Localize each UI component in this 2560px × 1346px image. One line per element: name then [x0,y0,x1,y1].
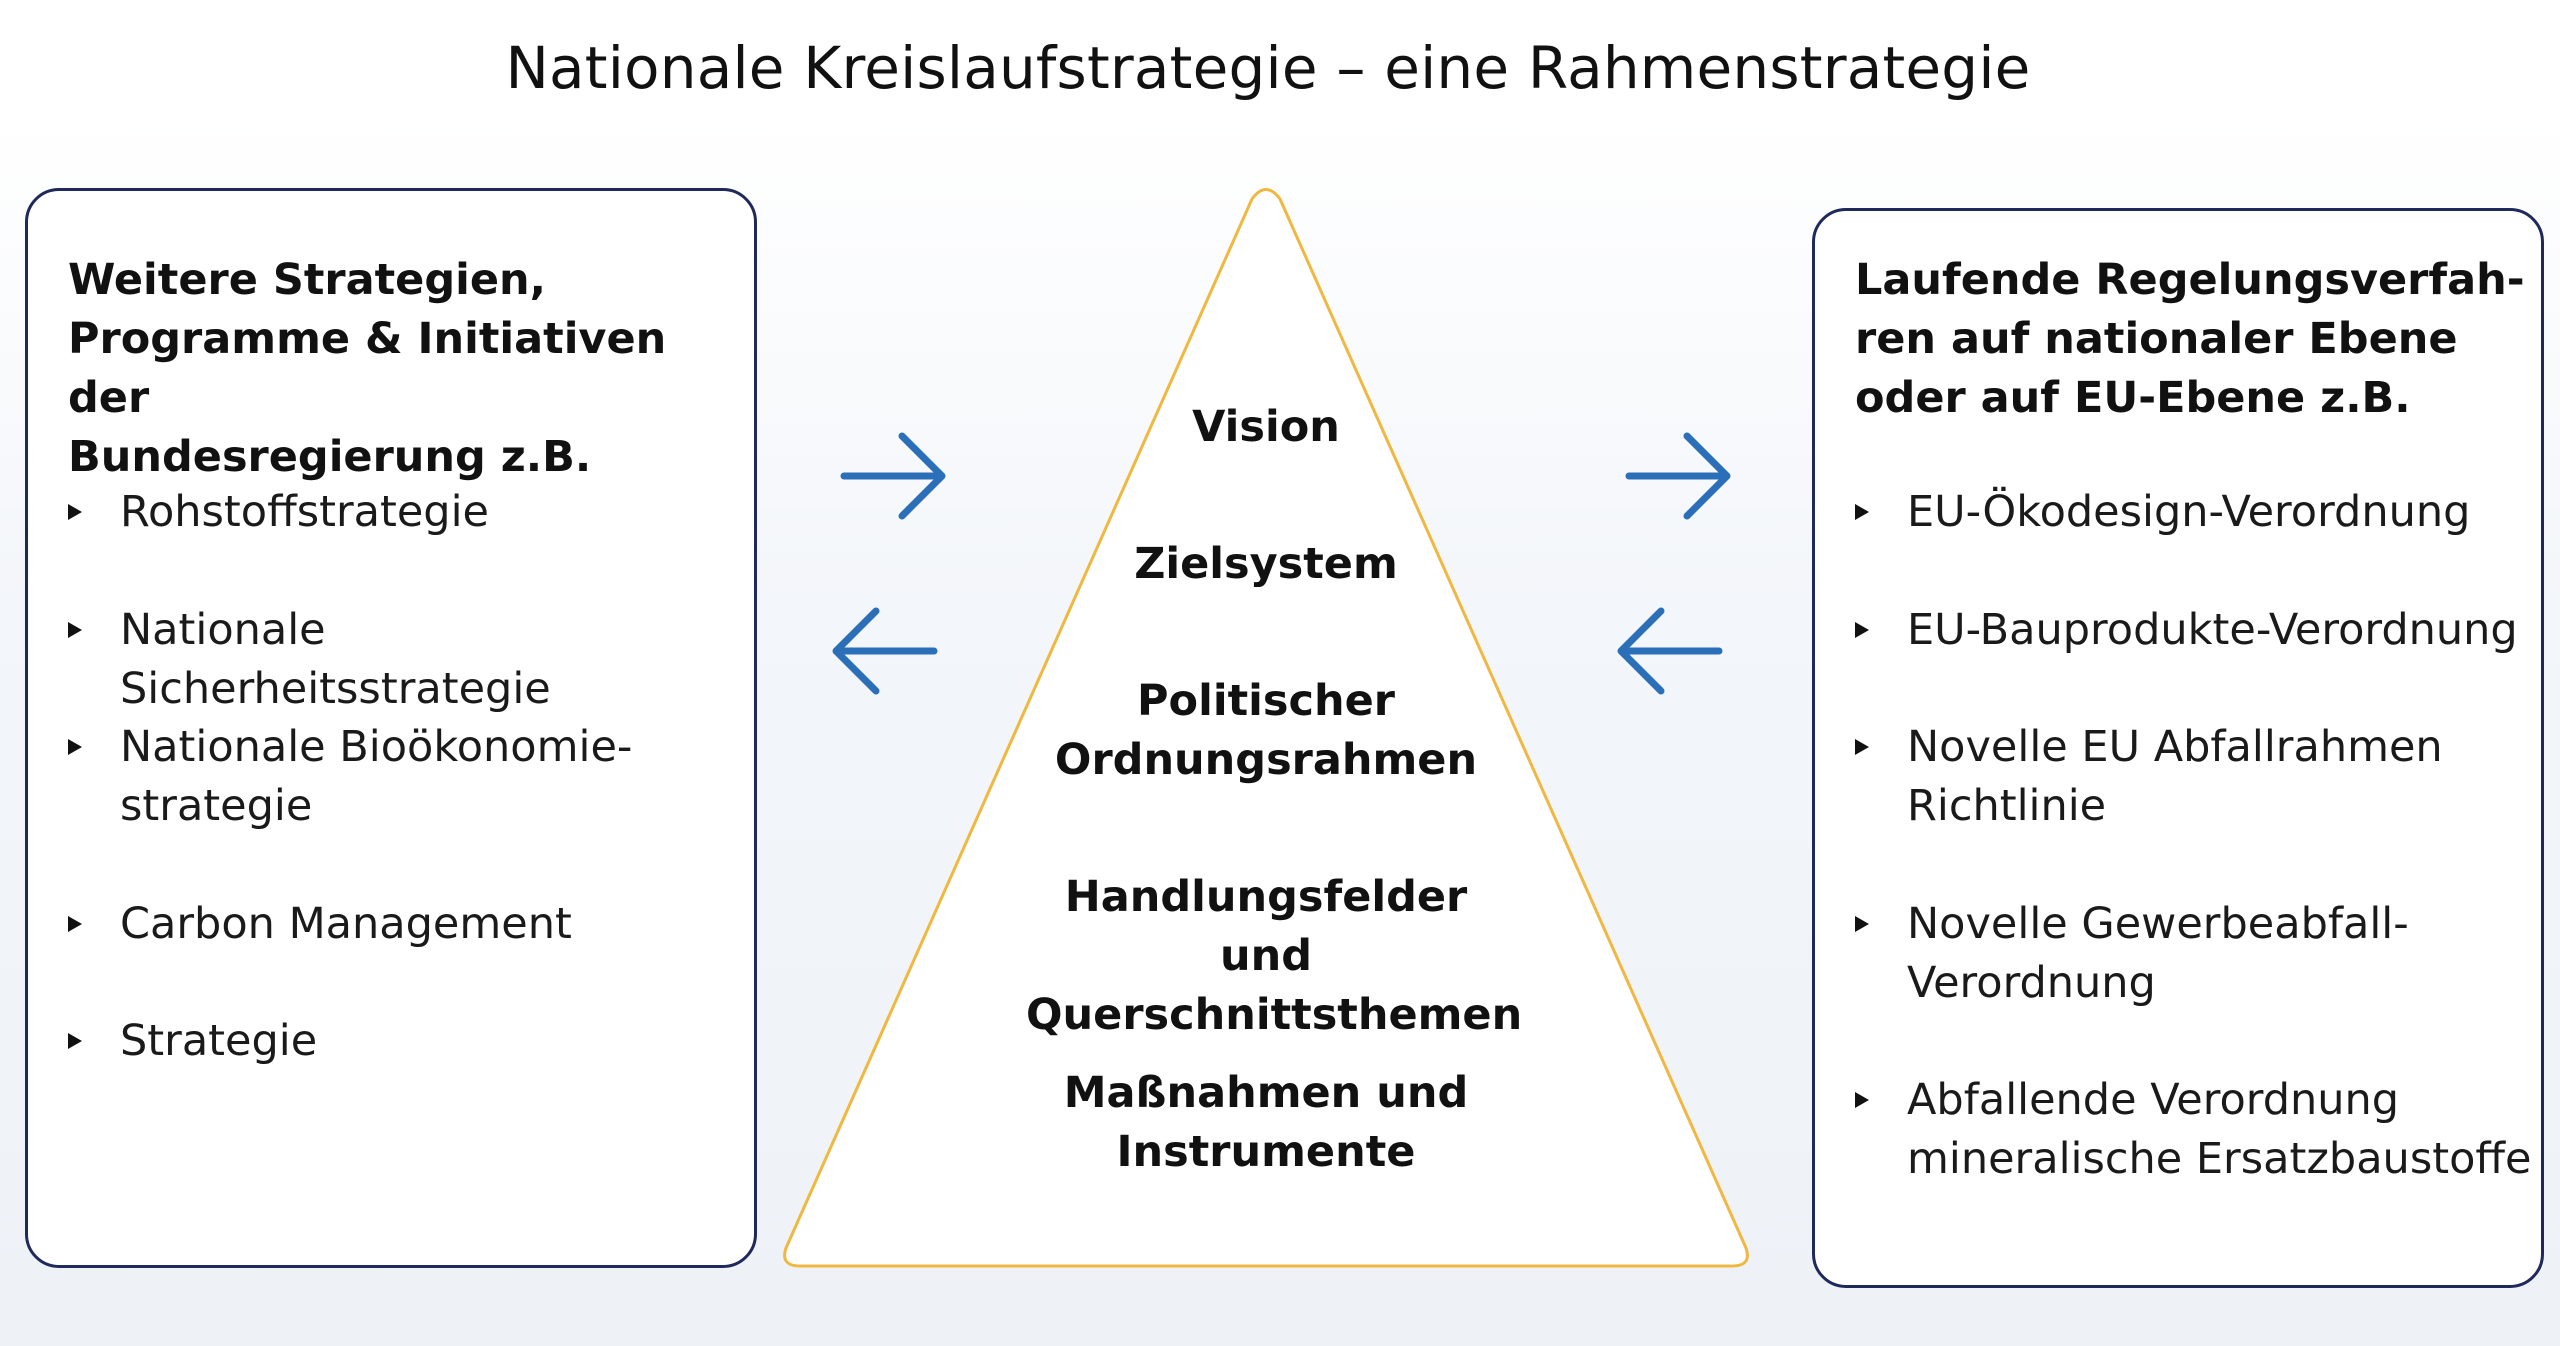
item-line: EU-Ökodesign-Verordnung [1907,487,2471,537]
list-item-label: EU-Ökodesign-Verordnung [1907,483,2547,542]
list-item-label: Nationale Sicherheitsstrategie [120,601,760,719]
pyramid-line: Politischer [1137,676,1395,726]
item-line: Nationale Sicherheitsstrategie [120,605,551,714]
item-line: Nationale Bioökonomie- [120,722,633,772]
triangle-bullet-icon [1855,622,1869,638]
pyramid-line: Zielsystem [1134,539,1398,589]
triangle-bullet-icon [68,504,82,520]
triangle-bullet-icon [1855,739,1869,755]
triangle-bullet-icon [68,739,82,755]
pyramid-line: Handlungsfelder und [1064,872,1468,981]
triangle-bullet-icon [68,1033,82,1049]
item-line: Carbon Management [120,899,572,949]
heading-line: Bundesregierung z.B. [68,432,592,482]
pyramid-line: Querschnittsthemen [1026,990,1523,1040]
pyramid-line: Maßnahmen und [1063,1068,1469,1118]
item-line: Verordnung [1907,958,2156,1008]
heading-line: Laufende Regelungsverfah- [1855,255,2525,305]
item-line: Abfallende Verordnung [1907,1075,2400,1125]
panel-heading-left: Weitere Strategien, Programme & Initiati… [68,251,748,487]
item-line: Strategie [120,1016,318,1066]
pyramid-outline [783,188,1749,1268]
item-line: Novelle EU Abfallrahmen [1907,722,2443,772]
pyramid-line: Instrumente [1116,1127,1416,1177]
pyramid-level-handlungsfelder: Handlungsfelder und Querschnittsthemen [1026,868,1523,1045]
pyramid-level-zielsystem: Zielsystem [1026,535,1506,594]
item-line: Novelle Gewerbeabfall- [1907,899,2409,949]
panel-other-strategies: Weitere Strategien, Programme & Initiati… [25,188,757,1268]
list-item-label: Carbon Management [120,895,760,954]
panel-regulatory-procedures: Laufende Regelungsverfah- ren auf nation… [1812,208,2544,1288]
arrow-left-icon [1617,607,1723,695]
page-title: Nationale Kreislaufstrategie – eine Rahm… [505,34,2031,102]
pyramid-level-massnahmen: Maßnahmen und Instrumente [1026,1064,1506,1182]
heading-line: oder auf EU-Ebene z.B. [1855,373,2411,423]
item-line: strategie [120,781,313,831]
triangle-bullet-icon [1855,916,1869,932]
list-item-label: Strategie [120,1012,760,1071]
pyramid-level-vision: Vision [1026,398,1506,457]
item-line: Rohstoffstrategie [120,487,490,537]
pyramid-level-ordnungsrahmen: Politischer Ordnungsrahmen [1026,672,1506,790]
triangle-bullet-icon [68,916,82,932]
triangle-bullet-icon [1855,504,1869,520]
triangle-bullet-icon [68,622,82,638]
triangle-bullet-icon [1855,1092,1869,1108]
panel-heading-right: Laufende Regelungsverfah- ren auf nation… [1855,251,2535,428]
item-line: EU-Bauprodukte-Verordnung [1907,605,2518,655]
item-line: Richtlinie [1907,781,2107,831]
list-item-label: Nationale Bioökonomie- strategie [120,718,760,836]
pyramid-line: Ordnungsrahmen [1054,735,1478,785]
list-item-label: Novelle EU Abfallrahmen Richtlinie [1907,718,2547,836]
arrow-right-icon [1625,432,1731,520]
arrow-right-icon [840,432,946,520]
arrow-left-icon [832,607,938,695]
heading-line: Weitere Strategien, [68,255,546,305]
list-item-label: Abfallende Verordnung mineralische Ersat… [1907,1071,2547,1189]
heading-line: Programme & Initiativen der [68,314,667,423]
list-item-label: Novelle Gewerbeabfall- Verordnung [1907,895,2547,1013]
pyramid-line: Vision [1192,402,1340,452]
list-item-label: Rohstoffstrategie [120,483,760,542]
heading-line: ren auf nationaler Ebene [1855,314,2458,364]
list-item-label: EU-Bauprodukte-Verordnung [1907,601,2547,660]
item-line: mineralische Ersatzbaustoffe [1907,1134,2532,1184]
